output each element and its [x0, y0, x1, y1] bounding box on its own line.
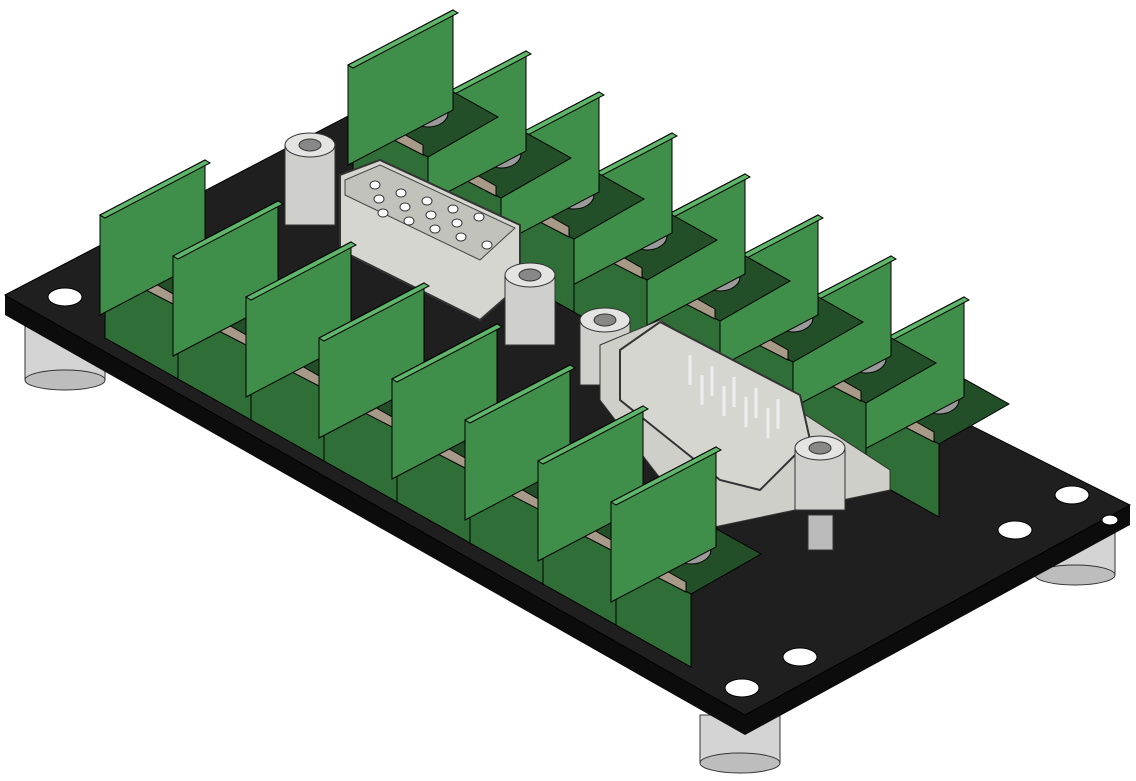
standoff: [284, 144, 336, 226]
pin-hole: [429, 224, 441, 234]
mount-hole: [47, 287, 83, 307]
spring: [807, 514, 834, 551]
mount-hole: [997, 520, 1033, 540]
pin-hole: [399, 202, 411, 212]
pin-hole: [481, 240, 493, 250]
mount-hole: [1101, 514, 1119, 526]
pin-hole: [421, 196, 433, 206]
pin-hole: [455, 232, 467, 242]
db15-pin-holes: [369, 180, 493, 250]
pin-hole: [451, 218, 463, 228]
mount-hole: [782, 647, 818, 667]
pin-hole: [369, 180, 381, 190]
pin-hole: [395, 188, 407, 198]
pin-hole: [447, 204, 459, 214]
pin-hole: [377, 208, 389, 218]
pin-hole: [373, 194, 385, 204]
mount-hole: [724, 678, 760, 698]
pin-hole: [473, 212, 485, 222]
db9-pins: [688, 355, 780, 438]
mount-hole: [1054, 485, 1090, 505]
pin-hole: [403, 216, 415, 226]
pin-hole: [425, 210, 437, 220]
terminal-block: [609, 446, 763, 668]
front-terminal-row: [98, 159, 763, 668]
